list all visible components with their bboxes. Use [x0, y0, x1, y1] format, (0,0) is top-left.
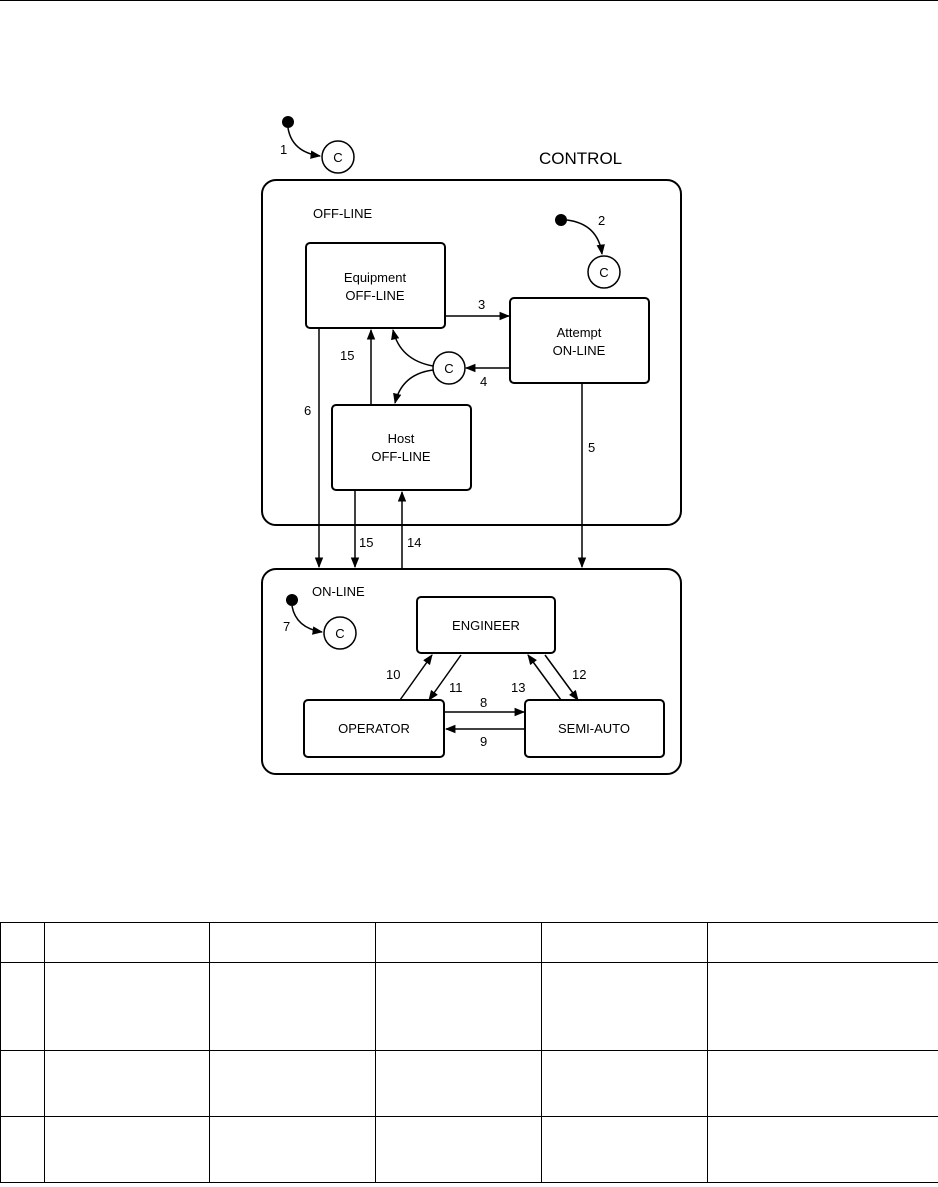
- table-row: [0, 1116, 938, 1183]
- transition-8-label: 8: [480, 695, 487, 710]
- initial-dot-7: [286, 594, 298, 606]
- table-cell: [541, 922, 708, 963]
- transition-3-label: 3: [478, 297, 485, 312]
- connector-c-online-label: C: [335, 626, 344, 641]
- offline-region-label: OFF-LINE: [313, 206, 373, 221]
- blank-table: [0, 922, 938, 1183]
- transition-1-label: 1: [280, 142, 287, 157]
- online-region: [261, 568, 682, 775]
- connector-c-top: [321, 140, 355, 174]
- transition-9-label: 9: [480, 734, 487, 749]
- connector-c-center-label: C: [444, 361, 453, 376]
- state-semi-auto-label: SEMI-AUTO: [558, 721, 630, 736]
- state-host-offline: [331, 404, 472, 491]
- state-host-offline-line1: Host: [388, 431, 415, 446]
- state-host-offline-line2: OFF-LINE: [371, 449, 431, 464]
- table-cell: [541, 962, 708, 1051]
- state-operator-label: OPERATOR: [338, 721, 410, 736]
- table-cell: [707, 922, 938, 963]
- table-row: [0, 1050, 938, 1117]
- control-title: CONTROL: [539, 149, 622, 168]
- state-equipment-offline-line2: OFF-LINE: [345, 288, 405, 303]
- transition-1-arrow: [287, 127, 322, 159]
- table-cell: [707, 1116, 938, 1183]
- table-cell: [541, 1116, 708, 1183]
- state-attempt-online: [509, 297, 650, 384]
- initial-dot-1: [282, 116, 294, 128]
- table-cell: [541, 1050, 708, 1117]
- state-equipment-offline-line1: Equipment: [344, 270, 407, 285]
- transition-10-label: 10: [386, 667, 400, 682]
- table-cell: [209, 922, 376, 963]
- transition-7-arrow: [291, 605, 324, 635]
- online-region-label: ON-LINE: [312, 584, 365, 599]
- transition-13-label: 13: [511, 680, 525, 695]
- connector-c-offline-label: C: [599, 265, 608, 280]
- state-equipment-offline: [305, 242, 446, 329]
- connector-c-center: [432, 351, 466, 385]
- table-cell: [0, 1116, 45, 1183]
- transition-11-label: 11: [449, 680, 463, 695]
- state-operator: [303, 699, 445, 758]
- table-cell: [44, 962, 210, 1051]
- transition-2-arrow: [566, 219, 605, 256]
- transition-13-arrow: [527, 654, 562, 701]
- table-cell: [375, 1116, 542, 1183]
- transition-12-arrow: [544, 654, 579, 701]
- table-cell: [0, 962, 45, 1051]
- initial-dot-2: [555, 214, 567, 226]
- control-state-diagram: 1 C CONTROL OFF-LINE 2 C Equipment OFF-L…: [261, 116, 682, 775]
- transition-10-arrow: [399, 654, 433, 701]
- transition-5-label: 5: [588, 440, 595, 455]
- table-cell: [375, 962, 542, 1051]
- transition-6-label: 6: [304, 403, 311, 418]
- transition-2-label: 2: [598, 213, 605, 228]
- table-row: [0, 962, 938, 1051]
- table-cell: [0, 1050, 45, 1117]
- table-cell: [44, 922, 210, 963]
- table-cell: [209, 1050, 376, 1117]
- connector-c-top-label: C: [333, 150, 342, 165]
- transition-7-label: 7: [283, 619, 290, 634]
- table-cell: [209, 1116, 376, 1183]
- state-engineer-label: ENGINEER: [452, 618, 520, 633]
- top-rule: [0, 0, 938, 1]
- transition-15-upper-label: 15: [340, 348, 354, 363]
- transition-14-label: 14: [407, 535, 421, 550]
- table-cell: [375, 922, 542, 963]
- state-attempt-online-line2: ON-LINE: [553, 343, 606, 358]
- table-header-row: [0, 922, 938, 963]
- offline-region: [261, 179, 682, 526]
- table-cell: [375, 1050, 542, 1117]
- table-cell: [707, 1050, 938, 1117]
- table-cell: [209, 962, 376, 1051]
- connector-c-offline: [587, 255, 621, 289]
- connector-c-online: [323, 616, 357, 650]
- connector-to-equipment-arrow: [391, 328, 434, 367]
- state-engineer: [416, 596, 556, 654]
- transition-12-label: 12: [572, 667, 586, 682]
- state-attempt-online-line1: Attempt: [557, 325, 602, 340]
- table-cell: [0, 922, 45, 963]
- transition-4-label: 4: [480, 374, 487, 389]
- table-cell: [44, 1116, 210, 1183]
- connector-to-host-arrow: [393, 369, 434, 405]
- transition-11-arrow: [428, 654, 462, 701]
- transition-15-lower-label: 15: [359, 535, 373, 550]
- table-cell: [44, 1050, 210, 1117]
- table-cell: [707, 962, 938, 1051]
